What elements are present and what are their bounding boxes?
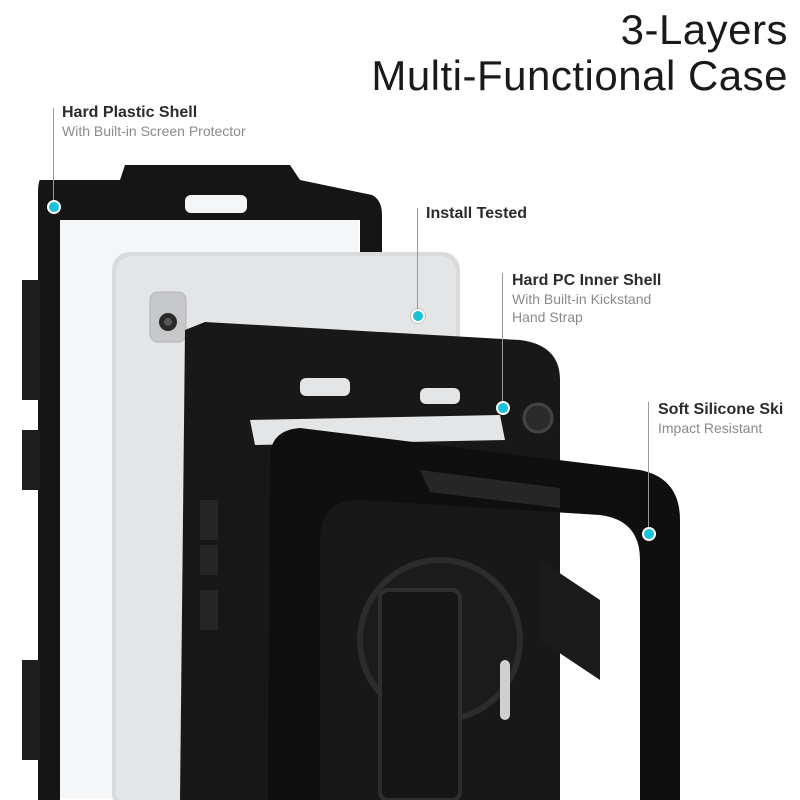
callout-title: Soft Silicone Ski	[658, 401, 784, 418]
kickstand-knob	[522, 402, 554, 434]
callout-subtitle: With Built-in Screen Protector	[62, 123, 246, 139]
leader-line-silicone	[648, 402, 649, 530]
marker-dot-hard-shell	[47, 200, 61, 214]
callout-install-tested: Install Tested	[426, 205, 527, 223]
title-line-1: 3-Layers	[620, 6, 788, 53]
marker-dot-install	[411, 309, 425, 323]
leader-line-pc-inner	[502, 273, 503, 405]
callout-hard-pc-inner-shell: Hard PC Inner Shell With Built-in Kickst…	[512, 272, 661, 326]
soft-silicone-skin	[268, 428, 680, 800]
marker-dot-pc-inner	[496, 401, 510, 415]
callout-title: Hard Plastic Shell	[62, 104, 198, 121]
callout-subtitle: Impact Resistant	[658, 420, 763, 436]
leader-line-install	[417, 208, 418, 312]
leader-line-hard-shell	[53, 108, 54, 204]
callout-title: Install Tested	[426, 205, 528, 222]
callout-subtitle-1: With Built-in Kickstand	[512, 291, 652, 307]
callout-soft-silicone-skin: Soft Silicone Ski Impact Resistant	[658, 401, 783, 437]
marker-dot-silicone	[642, 527, 656, 541]
callout-title: Hard PC Inner Shell	[512, 272, 662, 289]
callout-subtitle-2: Hand Strap	[512, 309, 583, 325]
hard-pc-inner-shell	[180, 322, 560, 800]
callout-hard-plastic-shell: Hard Plastic Shell With Built-in Screen …	[62, 104, 246, 140]
title-line-2: Multi-Functional Case	[371, 52, 788, 99]
